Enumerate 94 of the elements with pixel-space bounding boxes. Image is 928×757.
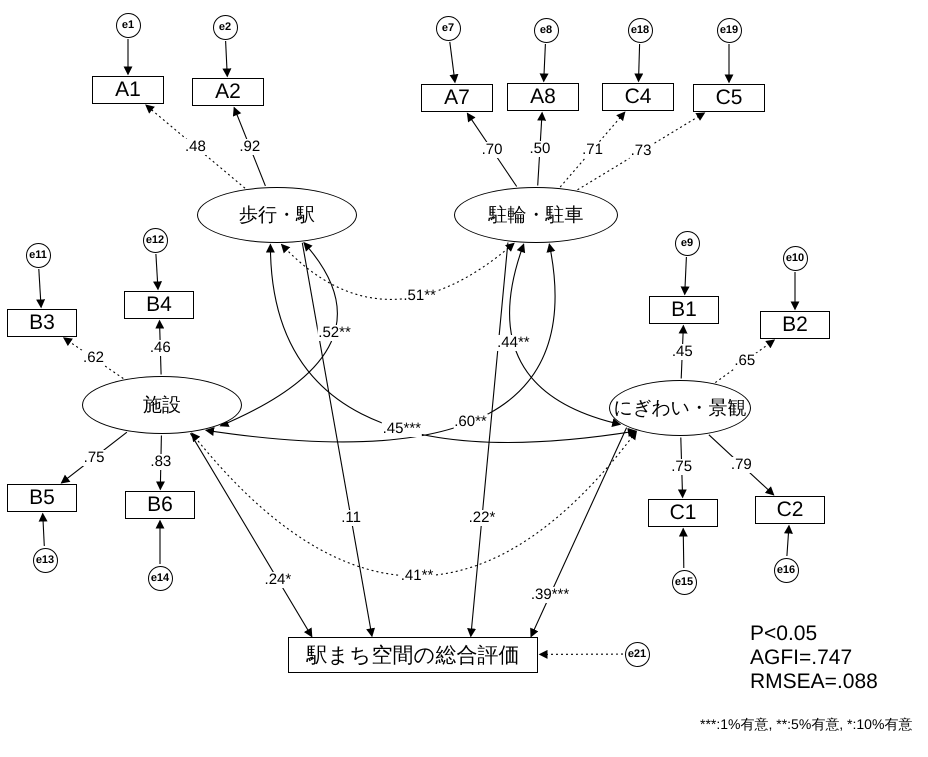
edge-label: .73: [630, 143, 652, 160]
observed-variable-box: C5: [693, 84, 765, 112]
error-term-circle: e16: [774, 558, 798, 582]
latent-variable-ellipse: にぎわい・景観: [609, 380, 751, 436]
edge-label: .71: [581, 142, 604, 158]
arrow: [60, 432, 128, 484]
edge-label: .45***: [382, 421, 422, 438]
arrow: [232, 106, 266, 186]
arrow: [302, 242, 376, 638]
arrow: [680, 256, 690, 296]
observed-variable-box: A2: [192, 78, 264, 106]
arrow: [678, 528, 688, 568]
observed-variable-box: B2: [760, 311, 830, 339]
correlation-arrow: [266, 244, 637, 443]
edge-label: .11: [340, 510, 362, 526]
edge-label: .45: [670, 344, 694, 360]
arrow: [634, 44, 644, 82]
arrow: [156, 520, 164, 564]
observed-variable-box: C4: [602, 83, 674, 111]
edge-label: .44**: [496, 334, 531, 351]
outcome-box: 駅まち空間の総合評価: [288, 637, 538, 673]
fit-statistic: AGFI=.747: [750, 646, 852, 670]
arrow: [708, 434, 774, 496]
edge-label: .79: [730, 456, 753, 473]
edge-label: .62: [82, 350, 105, 366]
observed-variable-box: B4: [124, 291, 194, 319]
error-term-circle: e21: [624, 642, 650, 666]
edge-label: .83: [149, 454, 172, 470]
error-term-circle: e15: [672, 570, 696, 594]
arrow: [577, 112, 706, 190]
edge-label: .92: [238, 138, 262, 155]
error-term-circle: e7: [436, 16, 460, 40]
error-term-circle: e19: [716, 18, 742, 42]
observed-variable-box: B6: [125, 491, 195, 519]
observed-variable-box: B5: [7, 484, 77, 512]
arrow: [784, 524, 793, 556]
correlation-arrow: [205, 243, 556, 442]
edge-label: .50: [528, 141, 552, 157]
error-term-circle: e18: [628, 18, 652, 42]
error-term-circle: e2: [212, 14, 238, 40]
correlation-arrow: [220, 242, 338, 427]
arrow: [190, 433, 312, 638]
error-term-circle: e14: [148, 566, 172, 590]
edge-label: .24*: [264, 572, 292, 588]
latent-variable-ellipse: 施設: [82, 376, 242, 434]
arrow: [449, 42, 458, 84]
fit-statistic: P<0.05: [750, 622, 818, 646]
observed-variable-box: C1: [648, 499, 718, 527]
edge-label: .70: [480, 142, 504, 158]
observed-variable-box: B1: [649, 296, 719, 324]
error-term-circle: e1: [116, 12, 140, 38]
edge-label: .75: [670, 459, 694, 476]
error-term-circle: e12: [142, 228, 168, 252]
edge-label: .65: [733, 353, 756, 370]
correlation-arrow: [191, 430, 638, 576]
observed-variable-box: B3: [7, 309, 77, 337]
error-term-circle: e13: [32, 548, 58, 572]
error-term-circle: e11: [26, 242, 50, 268]
error-term-circle: e9: [674, 230, 700, 256]
edge-label: .52**: [317, 324, 352, 341]
arrow: [38, 512, 48, 546]
arrow: [124, 39, 132, 76]
latent-variable-ellipse: 歩行・駅: [197, 187, 357, 243]
observed-variable-box: A7: [421, 84, 493, 112]
arrow: [466, 112, 518, 187]
significance-note: ***:1%有意, **:5%有意, *:10%有意: [700, 716, 912, 734]
edge-label: .39***: [530, 586, 570, 603]
arrow: [222, 40, 232, 78]
observed-variable-box: A1: [92, 76, 164, 104]
arrow: [678, 437, 687, 498]
observed-variable-box: A8: [507, 83, 579, 111]
arrow: [467, 242, 508, 638]
edge-label: .60**: [453, 414, 488, 430]
latent-variable-ellipse: 駐輪・駐車: [454, 187, 618, 243]
arrow: [714, 339, 776, 384]
arrow: [560, 111, 626, 188]
arrow: [538, 650, 623, 659]
arrow: [724, 44, 734, 84]
edge-label: .75: [82, 450, 106, 466]
arrow: [36, 268, 46, 308]
observed-variable-box: C2: [755, 496, 825, 524]
fit-statistic: RMSEA=.088: [750, 670, 878, 694]
arrow: [540, 44, 549, 82]
arrow: [145, 104, 246, 189]
edge-label: .48: [184, 138, 207, 155]
arrow: [530, 427, 628, 638]
arrow: [153, 254, 162, 290]
arrow: [537, 112, 546, 186]
correlation-arrow: [509, 243, 622, 427]
error-term-circle: e10: [782, 246, 808, 270]
edge-label: .22*: [468, 510, 496, 526]
error-term-circle: e8: [534, 18, 558, 42]
arrow: [790, 272, 800, 310]
edge-label: .46: [148, 340, 172, 356]
